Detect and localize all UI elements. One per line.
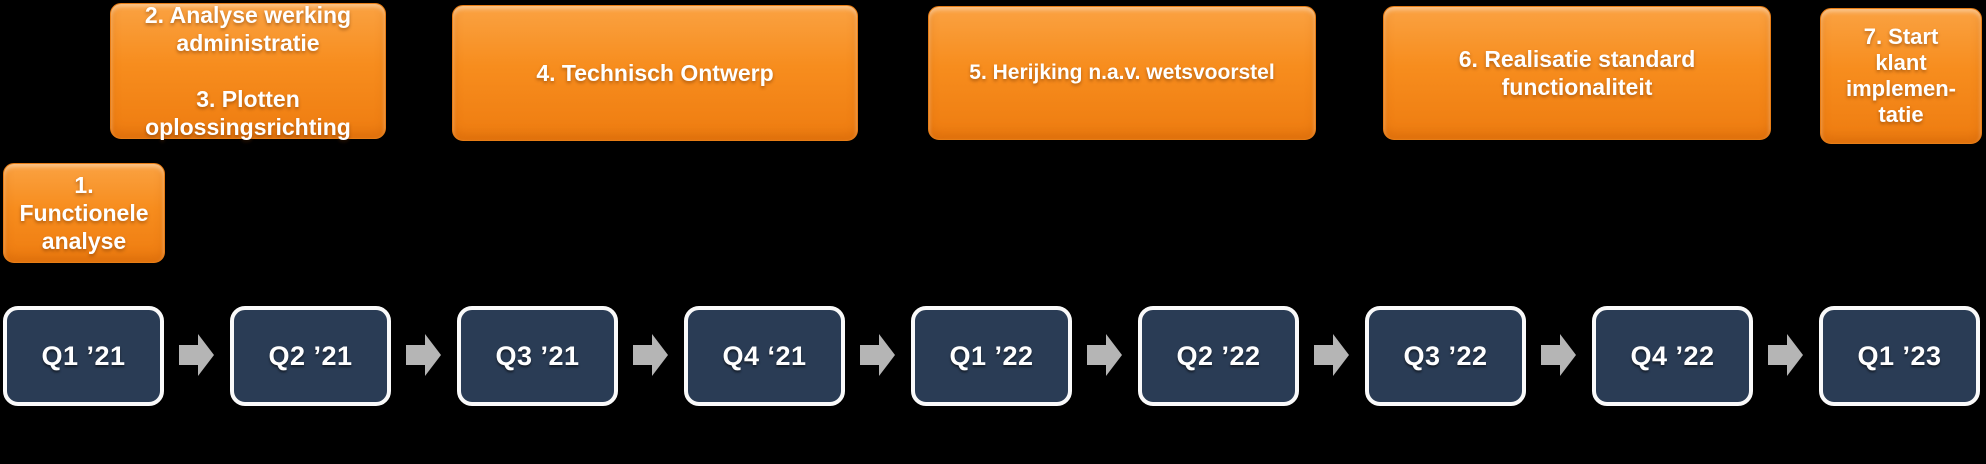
phase-label: 6. Realisatie standard functionaliteit: [1458, 45, 1696, 100]
quarter-box-q1-22: Q1 ’22: [911, 306, 1072, 406]
phase-box-2-3-analyse-plotten: 2. Analyse werking administratie 3. Plot…: [110, 1, 386, 141]
quarter-label: Q1 ’22: [949, 340, 1034, 371]
quarter-label: Q4 ’22: [1630, 340, 1715, 371]
phase-label: 7. Start klant implemen- tatie: [1845, 24, 1957, 127]
phase-box-7-start-klant-implementatie: 7. Start klant implemen- tatie: [1820, 8, 1982, 144]
quarter-label: Q1 ’23: [1857, 340, 1942, 371]
arrow-right-icon: [1087, 334, 1122, 376]
quarter-label: Q2 ’21: [268, 340, 353, 371]
phase-label: 2. Analyse werking administratie 3. Plot…: [144, 1, 352, 141]
quarter-box-q2-22: Q2 ’22: [1138, 306, 1299, 406]
quarter-label: Q4 ‘21: [722, 340, 807, 371]
quarter-box-q3-21: Q3 ’21: [457, 306, 618, 406]
quarter-box-q1-21: Q1 ’21: [3, 306, 164, 406]
phase-box-1-functionele-analyse: 1. Functionele analyse: [3, 163, 165, 263]
quarter-box-q3-22: Q3 ’22: [1365, 306, 1526, 406]
quarter-label: Q1 ’21: [41, 340, 126, 371]
phase-label: 5. Herijking n.a.v. wetsvoorstel: [969, 61, 1275, 85]
arrow-right-icon: [1541, 334, 1576, 376]
arrow-right-icon: [633, 334, 668, 376]
quarter-box-q4-21: Q4 ‘21: [684, 306, 845, 406]
phase-label: 4. Technisch Ontwerp: [536, 59, 774, 86]
quarter-label: Q2 ’22: [1176, 340, 1261, 371]
quarter-box-q2-21: Q2 ’21: [230, 306, 391, 406]
quarter-box-q4-22: Q4 ’22: [1592, 306, 1753, 406]
phase-box-6-realisatie-standard: 6. Realisatie standard functionaliteit: [1383, 6, 1771, 140]
arrow-right-icon: [860, 334, 895, 376]
phase-label: 1. Functionele analyse: [19, 171, 149, 255]
quarter-label: Q3 ’22: [1403, 340, 1488, 371]
arrow-right-icon: [1314, 334, 1349, 376]
phase-box-5-herijking-wetsvoorstel: 5. Herijking n.a.v. wetsvoorstel: [928, 6, 1316, 140]
quarter-box-q1-23: Q1 ’23: [1819, 306, 1980, 406]
phase-box-4-technisch-ontwerp: 4. Technisch Ontwerp: [452, 5, 858, 141]
quarter-label: Q3 ’21: [495, 340, 580, 371]
arrow-right-icon: [179, 334, 214, 376]
arrow-right-icon: [406, 334, 441, 376]
arrow-right-icon: [1768, 334, 1803, 376]
